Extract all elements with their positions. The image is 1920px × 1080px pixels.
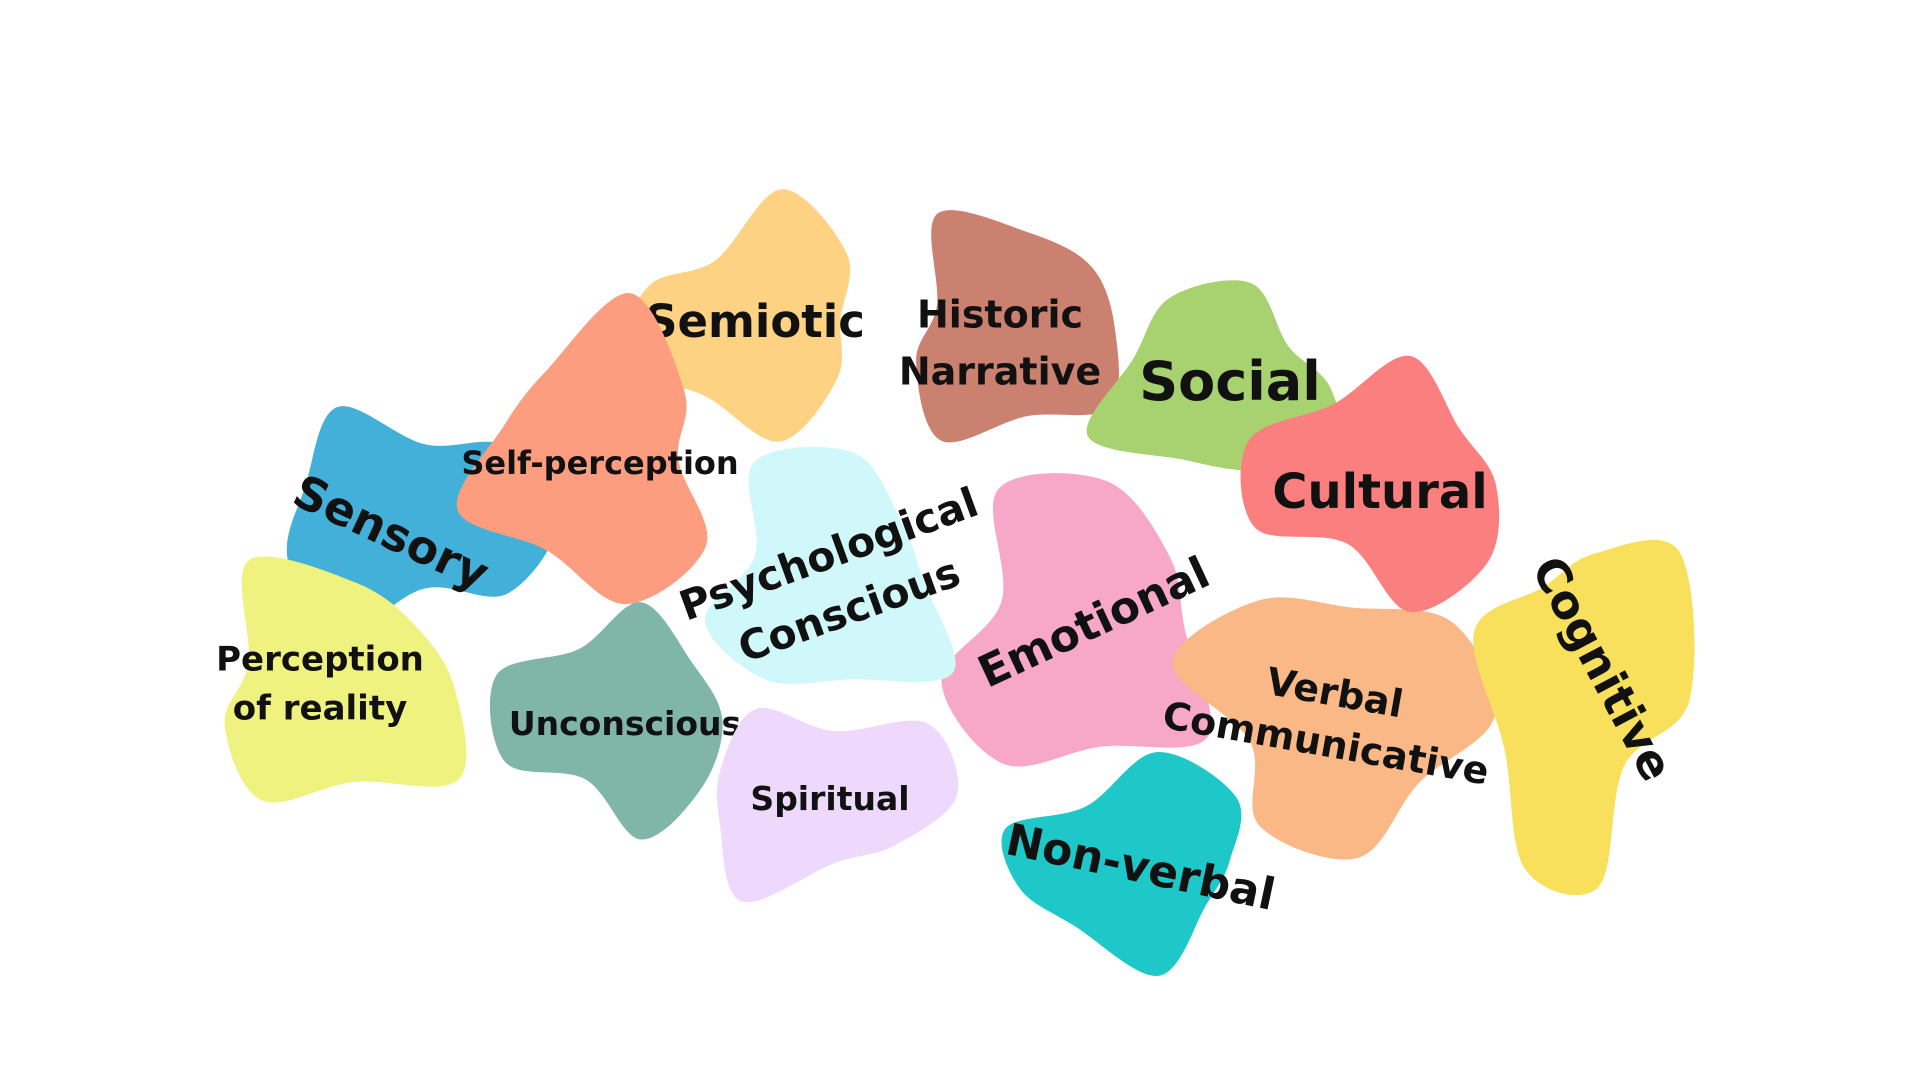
blob-label-social: Social [1139, 350, 1320, 413]
blob-label-line: Spiritual [750, 779, 909, 818]
blob-label-cultural: Cultural [1272, 464, 1487, 520]
blob-label-spiritual: Spiritual [750, 779, 909, 818]
blob-label-line: Semiotic [645, 295, 865, 348]
blob-shape-cultural [1240, 355, 1500, 613]
blob-shape-verbal-communicative [1172, 597, 1496, 860]
blob-shape-emotional [941, 473, 1212, 767]
blob-shape-cognitive [1473, 539, 1695, 896]
blob-perception-of-reality: Perception of reality [216, 556, 467, 803]
blob-psychological-conscious: PsychologicalConscious [673, 446, 984, 685]
blob-label-line: Perception [216, 639, 424, 679]
blob-label-semiotic: Semiotic [645, 295, 865, 348]
blob-label-self-perception: Self-perception [461, 444, 738, 482]
blob-cultural: Cultural [1240, 355, 1500, 613]
blob-label-perception-of-reality: Perception of reality [216, 639, 424, 728]
blob-shape-spiritual [716, 707, 959, 903]
blob-label-line: Historic [917, 292, 1083, 336]
blob-shape-self-perception [456, 293, 708, 605]
blob-shape-unconscious [489, 602, 723, 840]
blob-emotional: Emotional [941, 473, 1217, 767]
blob-spiritual: Spiritual [716, 707, 959, 903]
blob-cognitive: Cognitive [1473, 539, 1695, 896]
blob-label-line: Social [1139, 350, 1320, 413]
blob-self-perception: Self-perception [456, 293, 739, 605]
blob-non-verbal: Non-verbal [1001, 752, 1279, 977]
blob-shape-psychological-conscious [704, 446, 956, 685]
blob-label-line: Unconscious [509, 704, 741, 743]
blob-label-line: Narrative [899, 349, 1101, 393]
blob-shape-historic-narrative [916, 210, 1119, 443]
blob-label-unconscious: Unconscious [509, 704, 741, 743]
blob-label-line: Self-perception [461, 444, 738, 482]
blob-label-line: of reality [233, 688, 407, 728]
blob-unconscious: Unconscious [489, 602, 741, 840]
blob-shape-perception-of-reality [224, 556, 467, 803]
blob-label-line: Cultural [1272, 464, 1487, 520]
blob-shape-non-verbal [1001, 752, 1242, 977]
